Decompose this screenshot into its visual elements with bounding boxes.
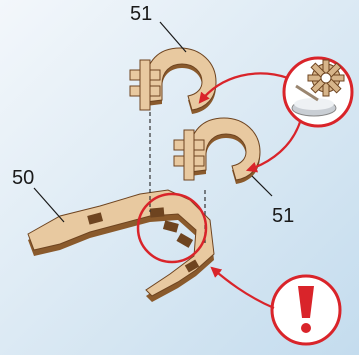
top-part-51 bbox=[130, 48, 216, 114]
leader-mid-51 bbox=[252, 176, 272, 196]
label-part-50: 50 bbox=[12, 167, 34, 189]
leader-top-51 bbox=[160, 22, 186, 52]
leader-base-50 bbox=[34, 188, 64, 222]
warning-exclamation-icon bbox=[272, 276, 340, 344]
label-part-51-top: 51 bbox=[130, 3, 152, 25]
middle-part-51 bbox=[174, 118, 260, 184]
warning-arrow bbox=[212, 268, 274, 308]
base-part-50 bbox=[28, 190, 214, 302]
label-part-51-mid: 51 bbox=[272, 205, 294, 227]
gear-glue-icon bbox=[284, 58, 352, 126]
